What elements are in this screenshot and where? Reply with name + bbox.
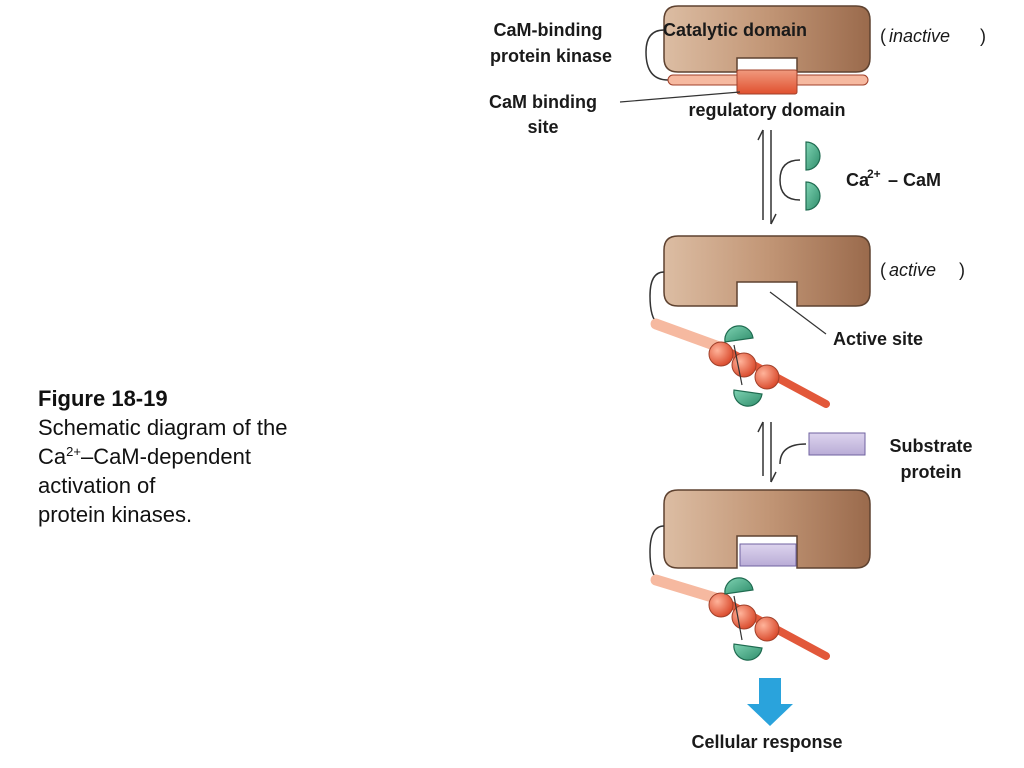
ca-cam-label: Ca 2+ – CaM bbox=[846, 167, 941, 190]
inactive-word: inactive bbox=[889, 26, 950, 46]
active-site-label: Active site bbox=[833, 329, 923, 349]
active-label: ( active ) bbox=[880, 260, 965, 280]
regulatory-strand-active bbox=[650, 318, 830, 408]
cam-binding-site-label-1: CaM binding bbox=[489, 92, 597, 112]
kinase-inactive: Catalytic domain CaM-binding protein kin… bbox=[489, 5, 986, 137]
catalytic-domain-active-shape bbox=[663, 235, 871, 307]
linker-active bbox=[649, 271, 665, 325]
calmodulin-lobe-icon bbox=[805, 141, 821, 171]
substrate-label-1: Substrate bbox=[889, 436, 972, 456]
substrate-protein-bound bbox=[739, 543, 797, 567]
cam-site-leader-line bbox=[619, 91, 741, 103]
active-site-leader-line bbox=[769, 291, 827, 335]
equilibrium-arrows-1 bbox=[757, 129, 801, 225]
kinase-active: ( active ) Active site bbox=[649, 235, 965, 408]
ca-cam-ca: Ca bbox=[846, 170, 870, 190]
kinase-substrate-bound bbox=[649, 489, 871, 661]
calmodulin-lobe-icon bbox=[724, 325, 754, 343]
calmodulin-lobe-icon bbox=[805, 181, 821, 211]
cam-kinase-label-2: protein kinase bbox=[490, 46, 612, 66]
substrate-protein-free bbox=[808, 432, 866, 456]
calmodulin-lobe-icon bbox=[733, 389, 763, 407]
ca-cam-sup: 2+ bbox=[867, 167, 881, 181]
cellular-response-label: Cellular response bbox=[691, 732, 842, 752]
catalytic-domain-bound-shape bbox=[663, 489, 871, 569]
cam-entry-brace bbox=[779, 159, 801, 201]
regulatory-domain-label: regulatory domain bbox=[688, 100, 845, 120]
equilibrium-arrows-2 bbox=[757, 421, 807, 483]
figure-title: Figure 18-19 bbox=[38, 386, 168, 411]
down-arrow-icon bbox=[747, 678, 793, 726]
svg-text:(: ( bbox=[880, 26, 886, 46]
svg-text:): ) bbox=[959, 260, 965, 280]
caption-line-3: activation of bbox=[38, 473, 156, 498]
calmodulin-lobe-icon bbox=[733, 643, 763, 661]
substrate-label-2: protein bbox=[901, 462, 962, 482]
figure-caption: Figure 18-19 Schematic diagram of the Ca… bbox=[38, 384, 358, 529]
caption-cam-dependent: –CaM-dependent bbox=[80, 444, 251, 469]
regulatory-strand-bound bbox=[650, 574, 830, 660]
caption-ca-sup: 2+ bbox=[66, 444, 81, 459]
catalytic-domain-shape bbox=[663, 5, 871, 73]
caption-ca: Ca bbox=[38, 444, 67, 469]
cam-binding-site-label-2: site bbox=[527, 117, 558, 137]
calmodulin-lobe-icon bbox=[724, 577, 754, 595]
substrate-entry-brace bbox=[779, 443, 807, 465]
catalytic-domain-label: Catalytic domain bbox=[663, 20, 807, 40]
svg-text:): ) bbox=[980, 26, 986, 46]
active-word: active bbox=[889, 260, 936, 280]
svg-text:(: ( bbox=[880, 260, 886, 280]
calmodulin-pair-free bbox=[805, 141, 821, 211]
caption-line-2: Ca2+–CaM-dependent bbox=[38, 442, 358, 471]
cam-kinase-label-1: CaM-binding bbox=[494, 20, 603, 40]
caption-line-4: protein kinases. bbox=[38, 502, 193, 527]
cam-binding-site-block bbox=[736, 69, 798, 95]
linker-bound bbox=[649, 525, 665, 581]
caption-line-1: Schematic diagram of the bbox=[38, 415, 288, 440]
inactive-label: ( inactive ) bbox=[880, 26, 986, 46]
ca-cam-rest: – CaM bbox=[883, 170, 941, 190]
calmodulin-bound-substrate-state bbox=[724, 577, 763, 661]
linker-inactive bbox=[645, 29, 669, 81]
calmodulin-bound-active bbox=[724, 325, 763, 407]
